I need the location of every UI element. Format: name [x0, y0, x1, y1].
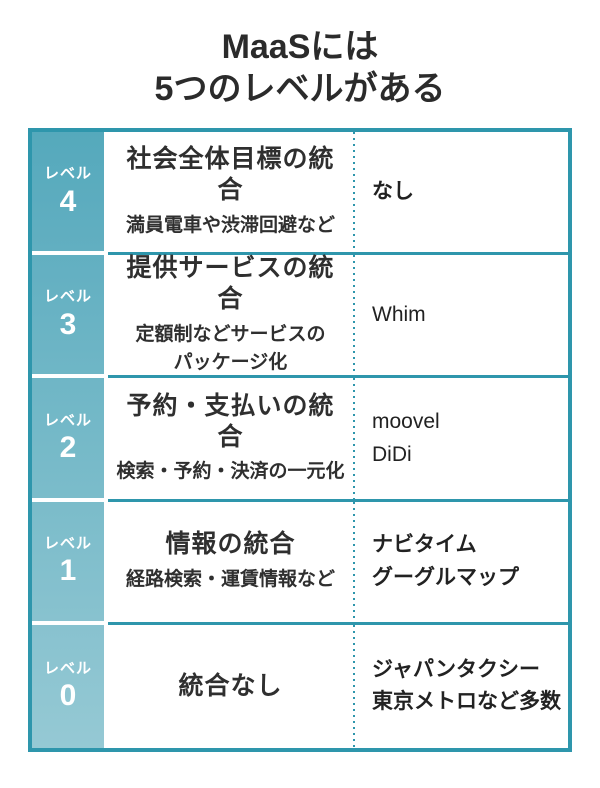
example-text: なし [372, 179, 414, 203]
level-number: 1 [59, 554, 77, 588]
level-label: レベル [43, 534, 92, 552]
row-content: 統合なし [108, 624, 353, 749]
row-heading: 社会全体目標の統合 [126, 145, 335, 205]
level-number: 3 [59, 307, 77, 341]
page-title-line1: MaaSには [221, 28, 379, 66]
level-badge: レベル 0 [32, 624, 108, 749]
row-heading: 統合なし [178, 671, 283, 700]
level-badge: レベル 4 [32, 132, 108, 256]
level-label: レベル [43, 165, 92, 183]
level-badge: レベル 1 [32, 501, 108, 625]
maas-level-table: レベル 4 社会全体目標の統合 満員電車や渋滞回避など なし レベル 3 提供サ… [28, 128, 572, 752]
example-text: ナビタイム グーグルマップ [372, 533, 519, 589]
level-label: レベル [43, 288, 92, 306]
level-row-1: レベル 1 情報の統合 経路検索・運賃情報など ナビタイム グーグルマップ [32, 501, 568, 625]
row-heading: 予約・支払いの統合 [126, 391, 335, 451]
examples-cell: なし [353, 132, 568, 256]
level-label: レベル [43, 659, 92, 677]
level-row-0: レベル 0 統合なし ジャパンタクシー 東京メトロなど多数 [32, 624, 568, 749]
row-description: 満員電車や渋滞回避など [125, 214, 335, 236]
level-badge: レベル 2 [32, 378, 108, 502]
level-label: レベル [43, 411, 92, 429]
level-number: 0 [59, 679, 77, 713]
row-description: 定額制などサービスの パッケージ化 [135, 323, 326, 374]
examples-cell: Whim [353, 255, 568, 379]
row-description: 検索・予約・決済の一元化 [116, 461, 345, 482]
example-text: moovel DiDi [372, 409, 440, 466]
level-row-4: レベル 4 社会全体目標の統合 満員電車や渋滞回避など なし [32, 132, 568, 256]
page-title-line2: 5つのレベルがある [154, 70, 446, 108]
row-heading: 情報の統合 [165, 530, 296, 559]
level-row-3: レベル 3 提供サービスの統合 定額制などサービスの パッケージ化 Whim [32, 254, 568, 379]
examples-cell: ナビタイム グーグルマップ [353, 501, 568, 625]
row-content: 社会全体目標の統合 満員電車や渋滞回避など [108, 132, 353, 256]
row-content: 情報の統合 経路検索・運賃情報など [108, 501, 353, 625]
level-badge: レベル 3 [32, 255, 108, 379]
level-row-2: レベル 2 予約・支払いの統合 検索・予約・決済の一元化 moovel DiDi [32, 378, 568, 502]
level-number: 2 [59, 431, 77, 464]
example-text: Whim [372, 303, 426, 327]
examples-cell: ジャパンタクシー 東京メトロなど多数 [353, 624, 568, 749]
examples-cell: moovel DiDi [353, 378, 568, 502]
row-description: 経路検索・運賃情報など [125, 568, 335, 590]
row-heading: 提供サービスの統合 [126, 254, 335, 314]
example-text: ジャパンタクシー 東京メトロなど多数 [372, 657, 561, 714]
page-title: MaaSには 5つのレベルがある [0, 26, 600, 110]
row-content: 予約・支払いの統合 検索・予約・決済の一元化 [108, 378, 353, 502]
row-content: 提供サービスの統合 定額制などサービスの パッケージ化 [108, 254, 353, 379]
level-number: 4 [59, 184, 77, 218]
